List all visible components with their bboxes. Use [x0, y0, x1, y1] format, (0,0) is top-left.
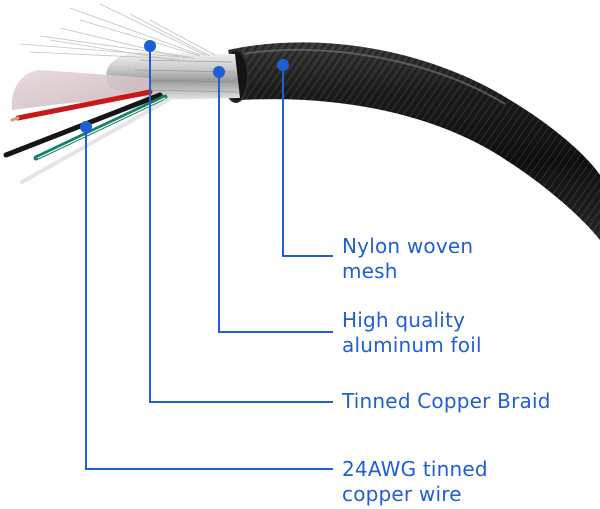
callout-dot-mesh [277, 59, 289, 71]
leader-line-braid [149, 46, 333, 403]
nylon-jacket [223, 42, 600, 240]
callout-dots [80, 40, 289, 133]
braid-strands [19, 3, 216, 61]
label-aluminum-foil: High quality aluminum foil [342, 308, 482, 358]
inner-conductors [3, 89, 170, 184]
label-line: copper wire [342, 482, 462, 506]
label-line: mesh [342, 259, 398, 283]
label-nylon-woven-mesh: Nylon woven mesh [342, 234, 473, 284]
callout-dot-foil [213, 66, 225, 78]
leader-line-wire [85, 127, 333, 470]
leader-line-mesh [282, 65, 333, 257]
label-tinned-copper-braid: Tinned Copper Braid [342, 389, 551, 414]
label-line: aluminum foil [342, 333, 482, 357]
label-tinned-copper-wire: 24AWG tinned copper wire [342, 457, 488, 507]
inner-sheet [11, 70, 151, 110]
leader-line-foil [218, 72, 333, 333]
callout-dot-braid [144, 40, 156, 52]
label-line: High quality [342, 308, 466, 332]
label-line: 24AWG tinned [342, 457, 488, 481]
callout-dot-wire [80, 121, 92, 133]
label-line: Nylon woven [342, 234, 474, 258]
leader-lines [85, 46, 333, 470]
label-line: Tinned Copper Braid [342, 389, 551, 413]
